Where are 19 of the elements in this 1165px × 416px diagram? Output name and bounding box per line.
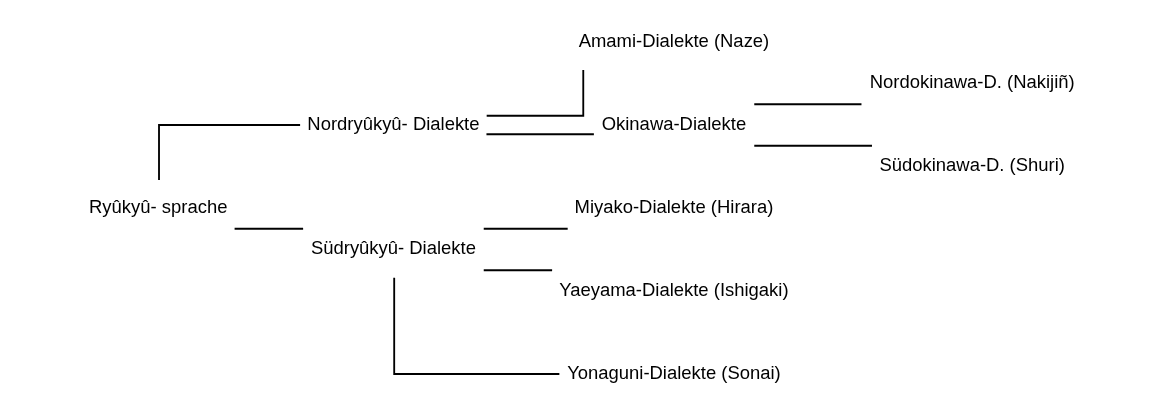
node-text: Ryûkyû- sprache xyxy=(89,195,228,217)
connector xyxy=(753,103,863,106)
node-text: Okinawa-Dialekte xyxy=(601,112,747,134)
connector xyxy=(158,124,302,181)
node-text: Südokinawa-D. (Shuri) xyxy=(879,154,1065,176)
node-text: Yaeyama-Dialekte (Ishigaki) xyxy=(559,278,789,300)
connector xyxy=(485,68,585,117)
connector xyxy=(482,269,554,272)
node-text: Amami-Dialekte (Naze) xyxy=(578,29,770,51)
connector xyxy=(393,276,561,375)
node-text: Südryûkyû- Dialekte xyxy=(310,237,476,259)
node-text: Nordokinawa-D. (Nakijiñ) xyxy=(869,71,1075,93)
connector xyxy=(753,144,873,147)
connector xyxy=(233,227,305,230)
node-text: Yonaguni-Dialekte (Sonai) xyxy=(567,361,781,383)
node-text: Nordryûkyû- Dialekte xyxy=(307,112,480,134)
connector xyxy=(482,227,569,230)
node-text: Miyako-Dialekte (Hirara) xyxy=(574,195,774,217)
connector xyxy=(485,133,595,136)
